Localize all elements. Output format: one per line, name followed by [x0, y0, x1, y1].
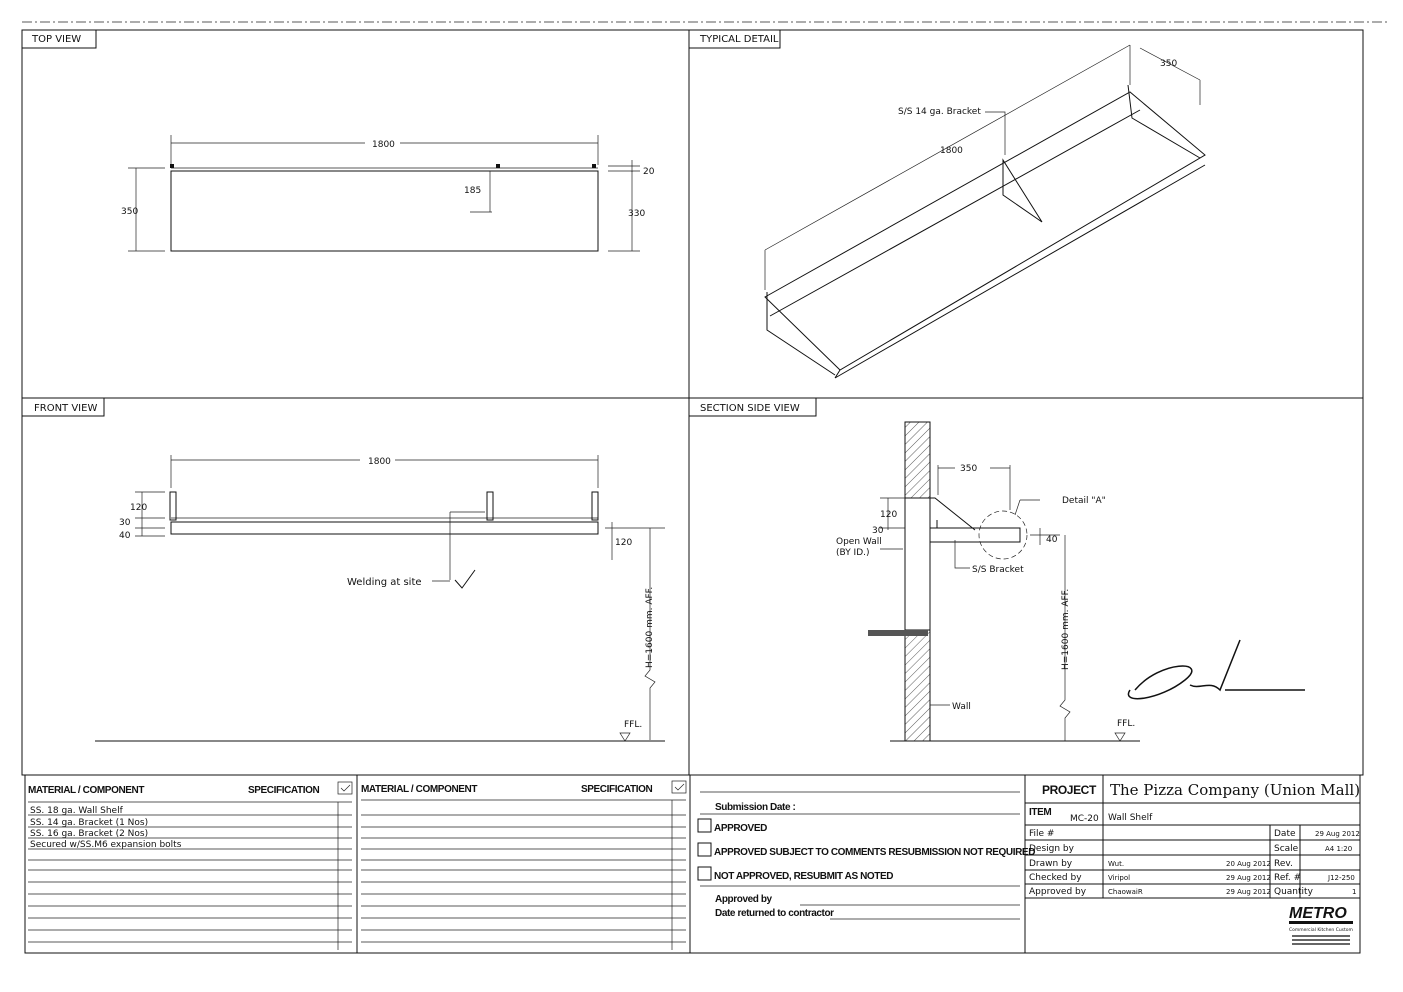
svg-text:350: 350 — [1160, 59, 1177, 69]
svg-text:SECTION SIDE VIEW: SECTION SIDE VIEW — [700, 403, 800, 414]
top-view-label: TOP VIEW — [22, 30, 97, 49]
svg-text:29 Aug 2012: 29 Aug 2012 — [1226, 874, 1271, 882]
svg-text:File #: File # — [1029, 829, 1054, 839]
svg-text:FFL.: FFL. — [1117, 719, 1135, 729]
svg-text:29 Aug 2012: 29 Aug 2012 — [1315, 830, 1360, 838]
svg-text:ChaowaiR: ChaowaiR — [1108, 888, 1143, 896]
svg-text:350: 350 — [121, 207, 138, 217]
svg-text:MC-20: MC-20 — [1070, 814, 1099, 824]
svg-text:20 Aug 2012: 20 Aug 2012 — [1226, 860, 1271, 868]
svg-text:30: 30 — [119, 518, 131, 528]
svg-text:A4 1:20: A4 1:20 — [1325, 845, 1352, 853]
title-block: PROJECT The Pizza Company (Union Mall) I… — [1025, 775, 1360, 945]
svg-text:ITEM: ITEM — [1029, 807, 1051, 818]
svg-text:Commercial Kitchen Custom: Commercial Kitchen Custom — [1289, 927, 1353, 933]
svg-text:FFL.: FFL. — [624, 720, 642, 730]
svg-text:H=1600 mm. AFF.: H=1600 mm. AFF. — [645, 587, 655, 668]
svg-text:29 Aug 2012: 29 Aug 2012 — [1226, 888, 1271, 896]
svg-text:30: 30 — [872, 526, 884, 536]
svg-text:185: 185 — [464, 186, 481, 196]
svg-text:40: 40 — [119, 531, 131, 541]
svg-text:Approved by: Approved by — [1029, 887, 1087, 897]
svg-text:Open Wall: Open Wall — [836, 537, 882, 547]
svg-text:Welding at site: Welding at site — [347, 577, 422, 588]
svg-text:PROJECT: PROJECT — [1042, 783, 1097, 797]
svg-text:40: 40 — [1046, 535, 1058, 545]
section-side-view-drawing: 350 120 30 Open Wall (BY ID.) Detail "A"… — [836, 421, 1140, 742]
approved-checkbox[interactable] — [697, 818, 712, 833]
svg-text:Rev.: Rev. — [1274, 859, 1293, 869]
svg-text:120: 120 — [615, 538, 632, 548]
spec-checkbox[interactable] — [671, 780, 687, 794]
svg-text:Quantity: Quantity — [1274, 887, 1314, 897]
materials-table-left: MATERIAL / COMPONENT SPECIFICATION SS. 1… — [28, 781, 353, 950]
submission-block: Submission Date : APPROVED APPROVED SUBJ… — [697, 791, 1036, 920]
svg-text:FRONT VIEW: FRONT VIEW — [34, 403, 97, 414]
svg-text:1: 1 — [1352, 888, 1356, 896]
svg-text:20: 20 — [643, 167, 655, 177]
not-approved-checkbox[interactable] — [697, 866, 712, 881]
svg-text:1800: 1800 — [940, 146, 963, 156]
svg-text:NOT APPROVED, RESUBMIT AS NOTE: NOT APPROVED, RESUBMIT AS NOTED — [714, 871, 893, 882]
svg-text:Detail "A": Detail "A" — [1062, 496, 1106, 506]
svg-text:H=1600 mm. AFF.: H=1600 mm. AFF. — [1061, 589, 1071, 670]
svg-text:SS. 16 ga. Bracket (2 Nos): SS. 16 ga. Bracket (2 Nos) — [30, 829, 148, 839]
svg-text:SPECIFICATION: SPECIFICATION — [581, 784, 652, 795]
svg-text:Viripol: Viripol — [1108, 874, 1130, 882]
typical-detail-label: TYPICAL DETAIL — [689, 30, 781, 49]
svg-text:APPROVED: APPROVED — [714, 823, 767, 834]
svg-text:Drawn by: Drawn by — [1029, 859, 1073, 869]
svg-text:1800: 1800 — [372, 140, 395, 150]
svg-text:MATERIAL / COMPONENT: MATERIAL / COMPONENT — [361, 784, 477, 795]
svg-text:SS. 14 ga. Bracket (1 Nos): SS. 14 ga. Bracket (1 Nos) — [30, 818, 148, 828]
svg-text:Scale: Scale — [1274, 844, 1299, 854]
svg-text:Ref. #: Ref. # — [1274, 873, 1301, 883]
signature — [1127, 639, 1305, 700]
svg-text:Wut.: Wut. — [1108, 860, 1124, 868]
bottom-block-frame — [24, 774, 1361, 954]
drawing-frame — [21, 29, 1364, 776]
front-view-drawing: 1800 120 30 40 120 Welding at site H=160… — [95, 455, 665, 742]
svg-text:120: 120 — [130, 503, 147, 513]
svg-text:350: 350 — [960, 464, 977, 474]
svg-text:MATERIAL / COMPONENT: MATERIAL / COMPONENT — [28, 785, 144, 796]
svg-text:Submission Date :: Submission Date : — [715, 802, 796, 813]
svg-text:120: 120 — [880, 510, 897, 520]
top-view-drawing: 1800 350 330 20 185 — [121, 135, 655, 252]
svg-text:SPECIFICATION: SPECIFICATION — [248, 785, 319, 796]
section-side-view-label: SECTION SIDE VIEW — [688, 398, 817, 417]
typical-detail-drawing: 1800 350 S/S 14 ga. Bracket — [764, 44, 1206, 379]
approved-with-comments-checkbox[interactable] — [697, 842, 712, 857]
spec-checkbox[interactable] — [337, 781, 353, 795]
front-view-label: FRONT VIEW — [21, 398, 105, 417]
svg-text:Approved by: Approved by — [715, 894, 773, 905]
svg-text:APPROVED SUBJECT TO COMMENTS R: APPROVED SUBJECT TO COMMENTS RESUBMISSIO… — [714, 847, 1035, 858]
svg-text:TYPICAL DETAIL: TYPICAL DETAIL — [699, 34, 779, 45]
svg-text:SS. 18 ga. Wall Shelf: SS. 18 ga. Wall Shelf — [30, 806, 124, 816]
svg-text:Wall: Wall — [952, 702, 971, 712]
svg-text:J12-250: J12-250 — [1327, 874, 1355, 882]
svg-text:The Pizza Company (Union Mall): The Pizza Company (Union Mall) — [1110, 781, 1360, 799]
svg-text:S/S 14 ga. Bracket: S/S 14 ga. Bracket — [898, 107, 981, 117]
metro-logo: METRO Commercial Kitchen Custom — [1289, 905, 1353, 945]
svg-text:Design by: Design by — [1029, 844, 1075, 854]
svg-text:TOP VIEW: TOP VIEW — [31, 34, 81, 45]
svg-text:(BY ID.): (BY ID.) — [836, 548, 870, 558]
svg-text:Wall Shelf: Wall Shelf — [1108, 813, 1153, 823]
svg-text:Secured w/SS.M6 expansion bolt: Secured w/SS.M6 expansion bolts — [30, 840, 182, 850]
svg-text:Date returned to contractor: Date returned to contractor — [715, 908, 834, 919]
svg-text:Checked by: Checked by — [1029, 873, 1082, 883]
svg-text:S/S Bracket: S/S Bracket — [972, 565, 1024, 575]
svg-text:1800: 1800 — [368, 457, 391, 467]
svg-text:Date: Date — [1274, 829, 1296, 839]
svg-text:METRO: METRO — [1289, 905, 1347, 922]
materials-table-right: MATERIAL / COMPONENT SPECIFICATION — [361, 780, 687, 950]
svg-text:330: 330 — [628, 209, 645, 219]
